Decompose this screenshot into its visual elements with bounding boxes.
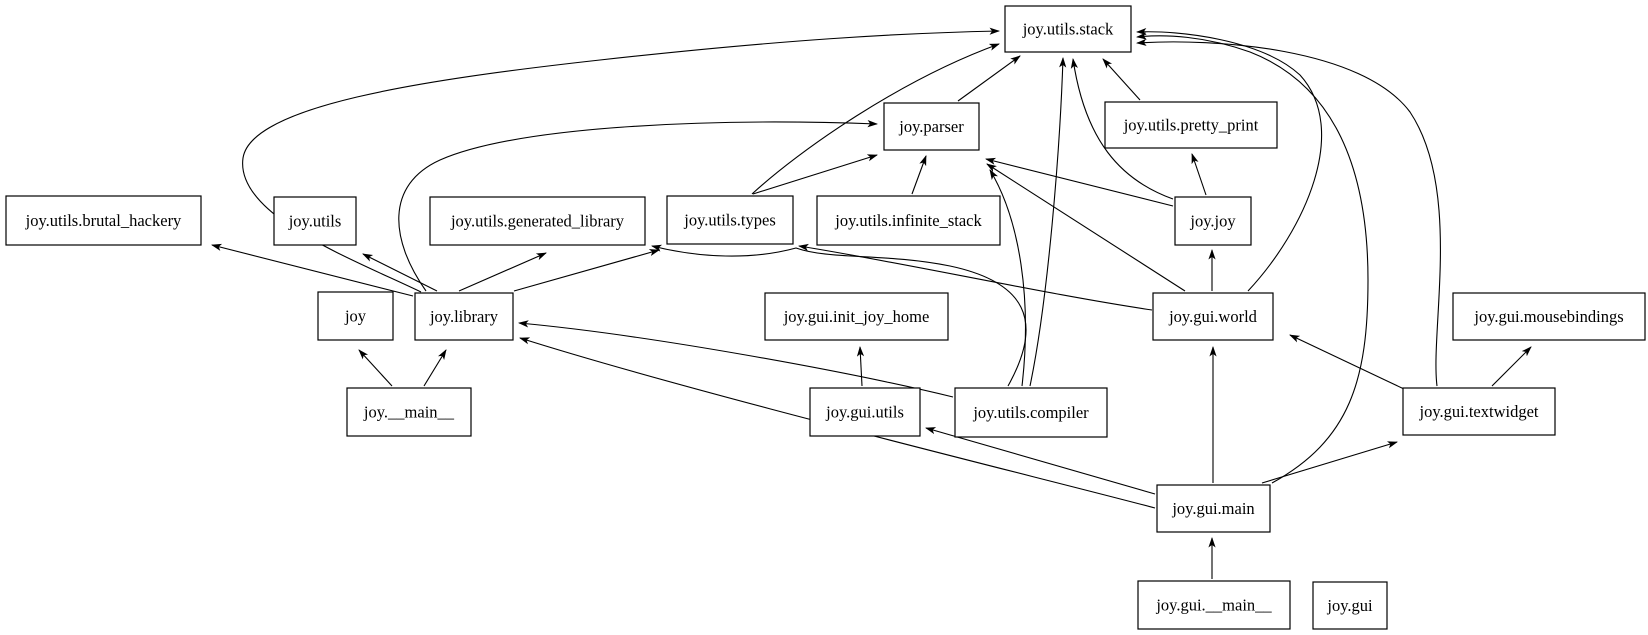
node-label: joy.joy [1189, 212, 1236, 231]
node-box [5, 195, 202, 246]
node-box [954, 387, 1108, 438]
edge-textwidget-to-stack [1136, 38, 1441, 387]
node-box [666, 195, 794, 245]
edge-compiler-to-generated_library [651, 244, 1027, 387]
edge-joy_main-to-joy [358, 349, 393, 387]
node-box [816, 195, 1001, 246]
edge-infinite_stack-to-parser [911, 155, 927, 195]
edge-library-to-stack [242, 27, 1000, 293]
edge-textwidget-to-mousebindings [1491, 346, 1532, 387]
node-label: joy.library [429, 307, 499, 326]
node-box [1152, 292, 1274, 341]
edge-world-to-types [798, 243, 1153, 311]
node-box [1452, 292, 1646, 341]
edge-library-to-types [513, 249, 660, 292]
node-box [414, 292, 514, 341]
node-box [429, 196, 646, 246]
node-label: joy [344, 307, 367, 326]
graph-node-utils: joy.utils [273, 196, 357, 246]
graph-node-pretty_print: joy.utils.pretty_print [1104, 101, 1278, 149]
edge-compiler-to-stack [1029, 57, 1067, 387]
graph-node-textwidget: joy.gui.textwidget [1402, 387, 1556, 436]
edge-textwidget-to-world [1289, 334, 1405, 390]
graph-node-brutal_hackery: joy.utils.brutal_hackery [5, 195, 202, 246]
graph-node-joy_main: joy.__main__ [346, 387, 472, 437]
graph-node-types: joy.utils.types [666, 195, 794, 245]
node-box [883, 102, 980, 151]
node-box [764, 292, 949, 341]
edge-compiler-to-parser [989, 169, 1026, 387]
node-label: joy.__main__ [363, 403, 455, 422]
node-label: joy.utils.types [683, 211, 776, 230]
edge-parser-to-stack [957, 55, 1021, 102]
edge-library-to-brutal_hackery [211, 243, 414, 297]
edge-compiler-to-library [518, 320, 954, 398]
node-box [809, 387, 921, 437]
node-label: joy.gui.world [1168, 307, 1258, 326]
node-box [1174, 196, 1252, 246]
node-label: joy.gui.utils [825, 403, 904, 422]
node-box [317, 291, 394, 341]
edge-joy_joy-to-pretty_print [1191, 153, 1207, 196]
node-label: joy.gui.textwidget [1419, 402, 1539, 421]
graph-node-stack: joy.utils.stack [1004, 5, 1132, 53]
node-label: joy.utils.stack [1022, 20, 1114, 39]
graph-node-library: joy.library [414, 292, 514, 341]
edge-library-to-generated_library [458, 252, 547, 292]
edge-gui_main-to-stack [1136, 32, 1369, 484]
node-label: joy.utils.infinite_stack [834, 211, 982, 230]
edge-world-to-parser [986, 163, 1186, 292]
node-box [1402, 387, 1556, 436]
node-box [1137, 580, 1291, 630]
node-box [1312, 581, 1388, 630]
edge-pretty_print-to-stack [1102, 58, 1141, 101]
graph-node-world: joy.gui.world [1152, 292, 1274, 341]
graph-node-gui_utils: joy.gui.utils [809, 387, 921, 437]
node-box [273, 196, 357, 246]
node-label: joy.utils [288, 212, 342, 231]
graph-node-mousebindings: joy.gui.mousebindings [1452, 292, 1646, 341]
graph-node-parser: joy.parser [883, 102, 980, 151]
graph-node-joy_joy: joy.joy [1174, 196, 1252, 246]
edge-types-to-parser [752, 154, 878, 195]
edge-library-to-utils [362, 253, 438, 292]
graph-node-gui: joy.gui [1312, 581, 1388, 630]
graph-node-compiler: joy.utils.compiler [954, 387, 1108, 438]
graph-node-joy: joy [317, 291, 394, 341]
node-label: joy.utils.compiler [972, 403, 1089, 422]
node-label: joy.gui.__main__ [1155, 596, 1272, 615]
nodes-layer: joy.utils.stack joy.parser joy.utils.prett… [5, 5, 1646, 630]
graph-node-infinite_stack: joy.utils.infinite_stack [816, 195, 1001, 246]
node-box [1104, 101, 1278, 149]
node-label: joy.utils.brutal_hackery [25, 211, 182, 230]
node-box [1004, 5, 1132, 53]
edge-gui_utils-to-init_joy_home [856, 346, 865, 387]
node-label: joy.gui.init_joy_home [783, 307, 930, 326]
edge-joy_main-to-library [423, 349, 447, 387]
edge-joy_joy-to-stack [1070, 58, 1174, 200]
edge-joy_joy-to-parser [985, 157, 1174, 207]
edge-types-to-stack [751, 43, 1000, 195]
node-box [1156, 484, 1271, 533]
graph-node-init_joy_home: joy.gui.init_joy_home [764, 292, 949, 341]
edge-world-to-stack [1136, 27, 1323, 292]
graph-node-gui_main: joy.gui.main [1156, 484, 1271, 533]
edge-gui_main-to-gui_utils [925, 427, 1156, 495]
node-box [346, 387, 472, 437]
node-label: joy.utils.generated_library [450, 212, 625, 231]
node-label: joy.gui.mousebindings [1473, 307, 1623, 326]
node-label: joy.parser [898, 117, 964, 136]
edge-library-to-parser [398, 120, 878, 292]
node-label: joy.utils.pretty_print [1123, 116, 1259, 135]
graph-node-gui_dunder_main: joy.gui.__main__ [1137, 580, 1291, 630]
node-label: joy.gui [1326, 596, 1373, 615]
graph-node-generated_library: joy.utils.generated_library [429, 196, 646, 246]
node-label: joy.gui.main [1171, 499, 1254, 518]
